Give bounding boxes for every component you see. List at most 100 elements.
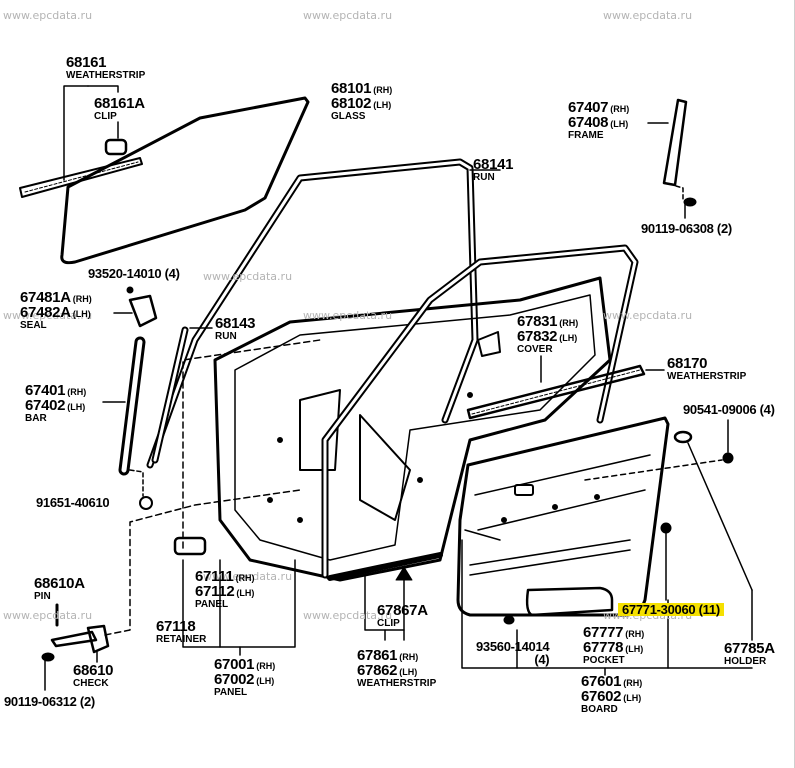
part-number: 68101(RH) — [331, 81, 392, 96]
retainer-drawing[interactable] — [173, 536, 207, 556]
watermark: www.epcdata.ru — [603, 309, 693, 322]
part-name: RUN — [215, 331, 237, 342]
grommet-90541-drawing[interactable] — [722, 452, 734, 464]
number-lh: 67402 — [25, 397, 66, 414]
board-drawing[interactable] — [456, 416, 670, 617]
number-rh: 67111 — [195, 568, 234, 585]
part-number: 90541-09006 (4) — [683, 402, 775, 417]
label-screw-93520[interactable]: 93520-14010 (4) — [88, 267, 180, 280]
part-name: COVER — [517, 344, 553, 355]
side-rh: (RH) — [559, 318, 579, 328]
part-number: 68143 — [215, 315, 256, 332]
label-bar[interactable]: 67401(RH) 67402(LH) BAR — [25, 383, 86, 424]
label-selected-part[interactable]: 67771-30060 (11) — [618, 603, 724, 616]
part-number: 93520-14010 (4) — [88, 266, 180, 281]
part-name: POCKET — [583, 655, 625, 666]
label-run-68141[interactable]: 68141 RUN — [473, 157, 514, 183]
cover-drawing[interactable] — [477, 331, 501, 357]
number-lh: 67778 — [583, 639, 624, 656]
label-screw-93560[interactable]: 93560-14014 (4) — [476, 639, 550, 667]
part-number: 67861(RH) — [357, 648, 436, 663]
part-name: CLIP — [377, 618, 400, 629]
part-number: 68161 — [66, 54, 107, 71]
part-number: 67777(RH) — [583, 625, 644, 640]
part-number: 91651-40610 — [36, 495, 110, 510]
part-number: 67481A(RH) — [20, 290, 92, 305]
label-retainer[interactable]: 67118 RETAINER — [156, 619, 206, 645]
label-pocket[interactable]: 67777(RH) 67778(LH) POCKET — [583, 625, 644, 666]
number-lh: 68102 — [331, 95, 372, 112]
watermark: www.epcdata.ru — [303, 9, 393, 22]
number-lh: 67862 — [357, 662, 398, 679]
part-number: 68610A — [34, 575, 85, 592]
highlighted-part-number[interactable]: 67771-30060 (11) — [618, 603, 724, 616]
part-name: HOLDER — [724, 656, 767, 667]
number-rh: 67401 — [25, 382, 66, 399]
seal-drawing[interactable] — [128, 294, 158, 328]
part-number: 90119-06308 (2) — [641, 221, 732, 236]
number-rh: 67831 — [517, 313, 558, 330]
door-weatherstrip-drawing[interactable] — [321, 244, 639, 579]
side-lh: (LH) — [72, 309, 91, 319]
part-number: 67407(RH) — [568, 100, 629, 115]
holder-drawing[interactable] — [673, 430, 693, 444]
part-quantity: (4) — [534, 652, 550, 667]
label-weatherstrip-68170[interactable]: 68170 WEATHERSTRIP — [667, 356, 746, 382]
pocket-drawing[interactable] — [525, 586, 614, 617]
part-number: 67831(RH) — [517, 314, 578, 329]
watermark: www.epcdata.ru — [203, 270, 293, 283]
part-number: 93560-14014 — [476, 639, 550, 654]
label-bolt-90119-06312[interactable]: 90119-06312 (2) — [4, 695, 95, 708]
label-board[interactable]: 67601(RH) 67602(LH) BOARD — [581, 674, 642, 715]
number-lh: 67832 — [517, 328, 558, 345]
part-number: 67408(LH) — [568, 115, 629, 130]
watermark: www.epcdata.ru — [3, 309, 93, 322]
part-name: FRAME — [568, 130, 604, 141]
label-grommet-90541[interactable]: 90541-09006 (4) — [683, 403, 775, 416]
screw-93560-drawing[interactable] — [503, 615, 515, 625]
side-lh: (LH) — [399, 667, 418, 677]
label-clip-67867a[interactable]: 67867A CLIP — [377, 603, 428, 629]
label-pin[interactable]: 68610A PIN — [34, 576, 85, 602]
label-holder[interactable]: 67785A HOLDER — [724, 641, 775, 667]
label-frame[interactable]: 67407(RH) 67408(LH) FRAME — [568, 100, 629, 141]
side-rh: (RH) — [235, 573, 255, 583]
side-rh: (RH) — [625, 629, 645, 639]
label-nut-91651[interactable]: 91651-40610 — [36, 495, 110, 510]
nut-91651-drawing[interactable] — [139, 496, 153, 510]
label-door-weatherstrip[interactable]: 67861(RH) 67862(LH) WEATHERSTRIP — [357, 648, 436, 689]
label-inner-panel[interactable]: 67111(RH) 67112(LH) PANEL — [195, 569, 255, 610]
number-lh: 67408 — [568, 114, 609, 131]
label-door-panel[interactable]: 67001(RH) 67002(LH) PANEL — [214, 657, 275, 698]
label-clip-68161a[interactable]: 68161A CLIP — [94, 96, 145, 122]
part-name: WEATHERSTRIP — [667, 371, 747, 382]
part-name: GLASS — [331, 111, 366, 122]
weatherstrip-68170-drawing[interactable] — [466, 364, 646, 420]
bolt-90119-06308-drawing[interactable] — [683, 197, 697, 207]
watermark: www.epcdata.ru — [303, 609, 393, 622]
label-cover[interactable]: 67831(RH) 67832(LH) COVER — [517, 314, 578, 355]
weatherstrip-68161-drawing[interactable] — [19, 157, 143, 198]
part-number: 67601(RH) — [581, 674, 642, 689]
part-name: BAR — [25, 413, 47, 424]
door-panel-drawing[interactable] — [213, 276, 612, 582]
side-lh: (LH) — [373, 100, 392, 110]
side-lh: (LH) — [625, 644, 644, 654]
number-rh: 67407 — [568, 99, 609, 116]
frame-drawing[interactable] — [662, 98, 688, 187]
label-glass[interactable]: 68101(RH) 68102(LH) GLASS — [331, 81, 392, 122]
clip-68161a-drawing[interactable] — [104, 138, 128, 156]
watermark: www.epcdata.ru — [303, 309, 393, 322]
part-number: 67482A(LH) — [20, 305, 92, 320]
check-drawing[interactable] — [50, 630, 98, 648]
label-weatherstrip-68161[interactable]: 68161 WEATHERSTRIP — [66, 55, 145, 81]
label-check[interactable]: 68610 CHECK — [73, 663, 114, 689]
label-seal[interactable]: 67481A(RH) 67482A(LH) SEAL — [20, 290, 92, 331]
glass-drawing[interactable] — [60, 96, 310, 265]
number-lh: 67602 — [581, 688, 622, 705]
label-run-68143[interactable]: 68143 RUN — [215, 315, 256, 342]
part-number: 67001(RH) — [214, 657, 275, 672]
part-name: PANEL — [214, 687, 248, 698]
label-bolt-90119-06308[interactable]: 90119-06308 (2) — [641, 222, 732, 235]
